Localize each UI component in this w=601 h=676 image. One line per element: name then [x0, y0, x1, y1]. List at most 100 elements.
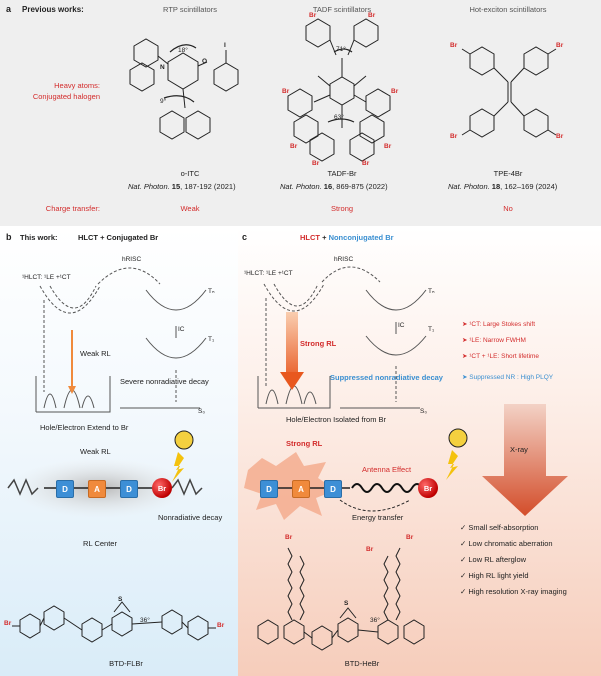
tadf-br-structure — [287, 18, 391, 162]
panel-c-acceptor: A — [292, 480, 310, 498]
panel-b-hole-electron: Hole/Electron Extend to Br — [40, 423, 129, 432]
xray-label: X-ray — [510, 445, 528, 454]
panel-c-t1: T₁ — [428, 326, 435, 333]
tadf-br-name: TADF-Br — [327, 169, 357, 178]
tpe-4br-name: TPE-4Br — [493, 169, 523, 178]
panel-c-title: HLCT + Nonconjugated Br — [300, 233, 394, 242]
tadf-br-atom-2: Br — [368, 12, 376, 19]
check-4: ✓ High RL light yield — [460, 571, 529, 580]
tpe-br-atom-2: Br — [556, 42, 564, 49]
tpe-4br-reference: Nat. Photon. 18, 162–169 (2024) — [448, 182, 558, 191]
o-itc-structure — [129, 38, 239, 140]
panel-c-strong-rl-2: Strong RL — [286, 439, 323, 448]
panel-b-work-label: This work: — [20, 233, 58, 242]
hot-exciton-header: Hot-exciton scintillators — [469, 5, 547, 14]
panel-a-title: Previous works: — [22, 5, 84, 14]
o-itc-reference: Nat. Photon. 15, 187-192 (2021) — [128, 182, 236, 191]
panel-c-ic: IC — [398, 322, 405, 329]
panel-b-molecule-name: BTD-FLBr — [109, 659, 143, 668]
o-itc-ct: Weak — [180, 204, 200, 213]
panel-c-letter: c — [242, 232, 248, 242]
panel-b-weak-rl: Weak RL — [80, 349, 111, 358]
feature-1: ➤ ¹CT: Large Stokes shift — [462, 321, 536, 328]
panel-c-s0: S₀ — [420, 408, 428, 415]
o-itc-angle-1: 18° — [178, 47, 188, 54]
panel-b-t1: T₁ — [208, 336, 215, 343]
tadf-angle-2: 63° — [334, 114, 344, 121]
panel-c-mol-br-2: Br — [406, 534, 414, 541]
panel-c-strong-rl: Strong RL — [300, 339, 337, 348]
tpe-br-atom-1: Br — [450, 42, 458, 49]
feature-2: ➤ ¹LE: Narrow FWHM — [462, 337, 526, 344]
check-5: ✓ High resolution X-ray imaging — [460, 587, 567, 596]
panel-c-donor-2: D — [324, 480, 342, 498]
panel-c-hlct-label: ¹HLCT: ¹LE +¹CT — [244, 270, 293, 277]
panel-b — [0, 228, 238, 676]
rtp-header: RTP scintillators — [163, 5, 217, 14]
panel-b-donor-1: D — [56, 480, 74, 498]
panel-c-antenna: Antenna Effect — [362, 465, 412, 474]
tadf-angle-1: 71° — [336, 46, 346, 53]
panel-c-donor-1: D — [260, 480, 278, 498]
o-itc-angle-2: 9° — [160, 98, 167, 105]
panel-b-donor-2: D — [120, 480, 138, 498]
tadf-br-reference: Nat. Photon. 16, 869-875 (2022) — [280, 182, 388, 191]
o-itc-name: o-ITC — [180, 169, 200, 178]
panel-c-molecule-name: BTD-HeBr — [344, 659, 380, 668]
panel-c-tn: Tₙ — [428, 288, 435, 295]
feature-3: ➤ ¹CT + ¹LE: Short lifetime — [462, 353, 540, 360]
panel-b-angle: 36° — [140, 617, 150, 624]
tadf-br-atom-7: Br — [312, 160, 320, 167]
charge-transfer-label: Charge transfer: — [45, 204, 100, 213]
panel-c-energy-transfer: Energy transfer — [352, 513, 404, 522]
panel-b-weak-rl-2: Weak RL — [80, 447, 111, 456]
tadf-br-atom-5: Br — [290, 143, 298, 150]
panel-b-mol-s: S — [118, 596, 123, 603]
tpe-br-atom-4: Br — [556, 133, 564, 140]
panel-a-molecules — [129, 18, 557, 162]
heavy-atoms-label: Heavy atoms: — [54, 81, 100, 90]
o-itc-o: O — [202, 58, 208, 65]
panel-c-mol-s: S — [344, 600, 349, 607]
panel-c-hole-electron: Hole/Electron Isolated from Br — [286, 415, 387, 424]
tpe-4br-ct: No — [503, 204, 513, 213]
panel-b-mol-br-2: Br — [217, 622, 225, 629]
panel-a-letter: a — [6, 4, 12, 14]
tadf-br-atom-4: Br — [391, 88, 399, 95]
panel-b-rl-center: RL Center — [83, 539, 117, 548]
panel-b-letter: b — [6, 232, 12, 242]
panel-c-hrisc: hRISC — [334, 256, 354, 263]
feature-4: ➤ Suppressed NR : High PLQY — [462, 374, 554, 381]
check-3: ✓ Low RL afterglow — [460, 555, 527, 564]
panel-b-nonrad: Nonradiative decay — [158, 513, 223, 522]
panel-b-mol-br-1: Br — [4, 620, 12, 627]
panel-b-br-ball: Br — [152, 478, 172, 498]
panel-c-mol-br-3: Br — [366, 546, 374, 553]
panel-b-tn: Tₙ — [208, 288, 215, 295]
o-itc-n1: N — [160, 64, 165, 71]
tpe-4br-structure — [461, 46, 557, 138]
check-2: ✓ Low chromatic aberration — [460, 539, 553, 548]
panel-b-hlct-label: ¹HLCT: ¹LE +¹CT — [22, 274, 71, 281]
panel-b-acceptor: A — [88, 480, 106, 498]
tadf-br-atom-1: Br — [309, 12, 317, 19]
panel-c-mol-br-1: Br — [285, 534, 293, 541]
panel-b-s0: S₀ — [198, 408, 206, 415]
tpe-br-atom-3: Br — [450, 133, 458, 140]
panel-a — [0, 0, 601, 226]
tadf-br-atom-3: Br — [282, 88, 290, 95]
tadf-br-atom-6: Br — [384, 143, 392, 150]
panel-c-suppressed: Suppressed nonradiative decay — [330, 373, 443, 382]
panel-b-subtitle: HLCT + Conjugated Br — [78, 233, 159, 242]
panel-b-severe: Severe nonradiative decay — [120, 377, 209, 386]
check-1: ✓ Small self-absorption — [460, 523, 539, 532]
o-itc-i: I — [224, 42, 226, 49]
panel-c-br-ball: Br — [418, 478, 438, 498]
tadf-header: TADF scintillators — [312, 5, 372, 14]
panel-b-hrisc: hRISC — [122, 256, 142, 263]
tadf-br-atom-8: Br — [362, 160, 370, 167]
tadf-br-ct: Strong — [330, 204, 354, 213]
